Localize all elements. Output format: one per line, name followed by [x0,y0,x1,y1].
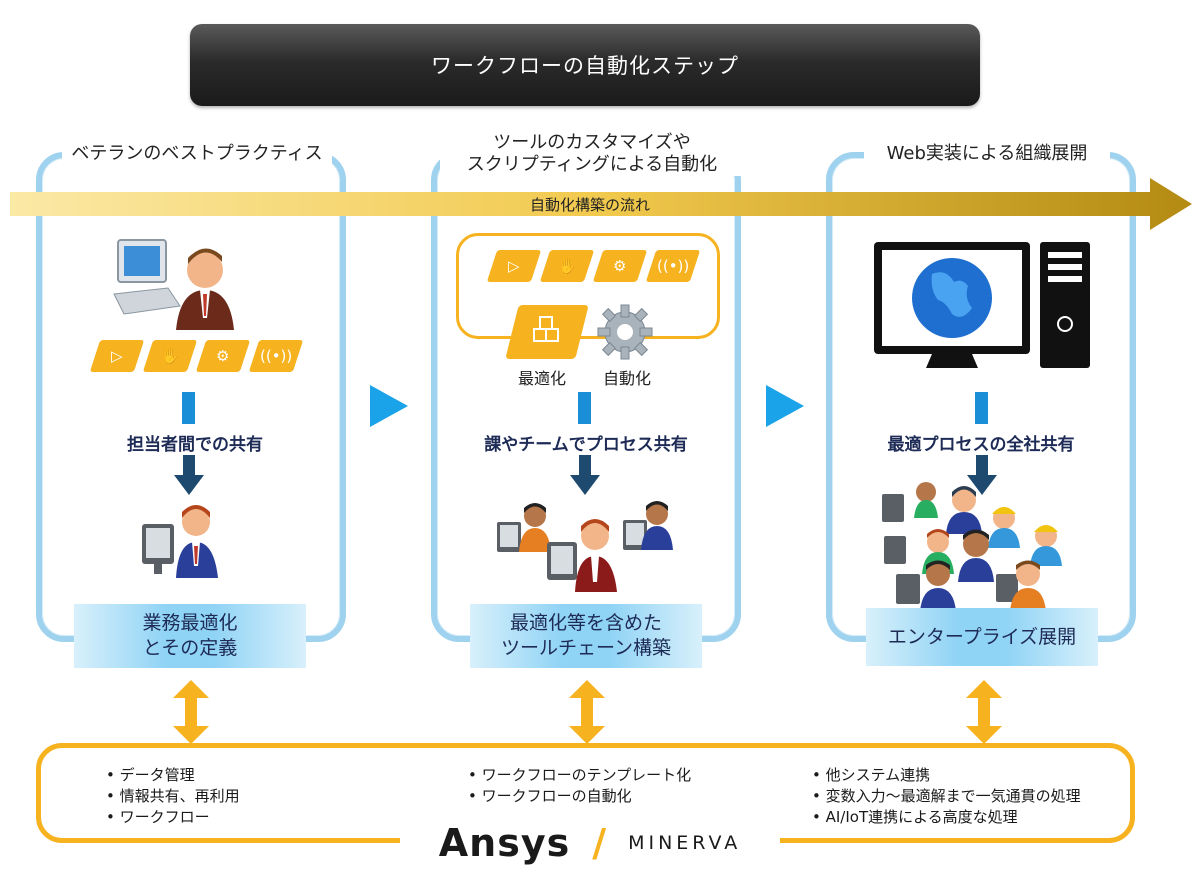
result-box-3: エンタープライズ展開 [866,608,1098,666]
enterprise-crowd-icon [882,482,1062,612]
bullet-list-3: 他システム連携 変数入力～最適解まで一気通貫の処理 AI/IoT連携による高度な… [812,765,1132,828]
double-arrow-icon [569,680,605,744]
double-arrow-icon [173,680,209,744]
optimize-cube-icon [505,305,589,359]
optimize-label: 最適化 [517,369,566,388]
connector-line [182,392,195,424]
down-arrow-icon [174,455,204,495]
panel-heading-1: ベテランのベストプラクティス [62,143,332,165]
double-arrow-icon [966,680,1002,744]
team-icon [497,501,673,592]
automate-gear-icon [597,304,653,360]
logo-area: Ansys / MINERVA [400,818,780,868]
down-arrow-icon [967,455,997,495]
tool-group-frame [456,233,720,339]
share-text-2: 課やチームでプロセス共有 [484,435,688,455]
automate-label: 自動化 [602,369,651,388]
user-desk-icon [142,505,218,578]
computer-user-icon [113,239,234,330]
list-item: AI/IoT連携による高度な処理 [812,807,1132,828]
list-item: ワークフロー [106,807,366,828]
share-text-1: 担当者間での共有 [127,435,263,455]
list-item: データ管理 [106,765,366,786]
list-item: 他システム連携 [812,765,1132,786]
bullet-list-2: ワークフローのテンプレート化 ワークフローの自動化 [468,765,758,807]
flow-label: 自動化構築の流れ [529,196,650,214]
minerva-logo: MINERVA [628,832,742,854]
page-title: ワークフローの自動化ステップ [431,54,739,78]
panel-heading-3: Web実装による組織展開 [864,143,1110,165]
down-arrow-icon [570,455,600,495]
bullet-list-1: データ管理 情報共有、再利用 ワークフロー [106,765,366,828]
title-bar: ワークフローの自動化ステップ [190,24,980,106]
connector-line [578,392,591,424]
list-item: 変数入力～最適解まで一気通貫の処理 [812,786,1132,807]
ansys-logo: Ansys [438,821,571,865]
web-globe-computer-icon [874,242,1090,368]
list-item: 情報共有、再利用 [106,786,366,807]
logo-slash: / [592,821,607,865]
next-arrow-icon [766,385,804,427]
flow-arrow [10,178,1192,230]
connector-line [975,392,988,424]
next-arrow-icon [370,385,408,427]
list-item: ワークフローのテンプレート化 [468,765,758,786]
share-text-3: 最適プロセスの全社共有 [887,435,1075,455]
result-box-2: 最適化等を含めた ツールチェーン構築 [470,604,702,668]
list-item: ワークフローの自動化 [468,786,758,807]
result-box-1: 業務最適化 とその定義 [74,604,306,668]
panel-heading-2: ツールのカスタマイズや スクリプティングによる自動化 [440,132,744,176]
